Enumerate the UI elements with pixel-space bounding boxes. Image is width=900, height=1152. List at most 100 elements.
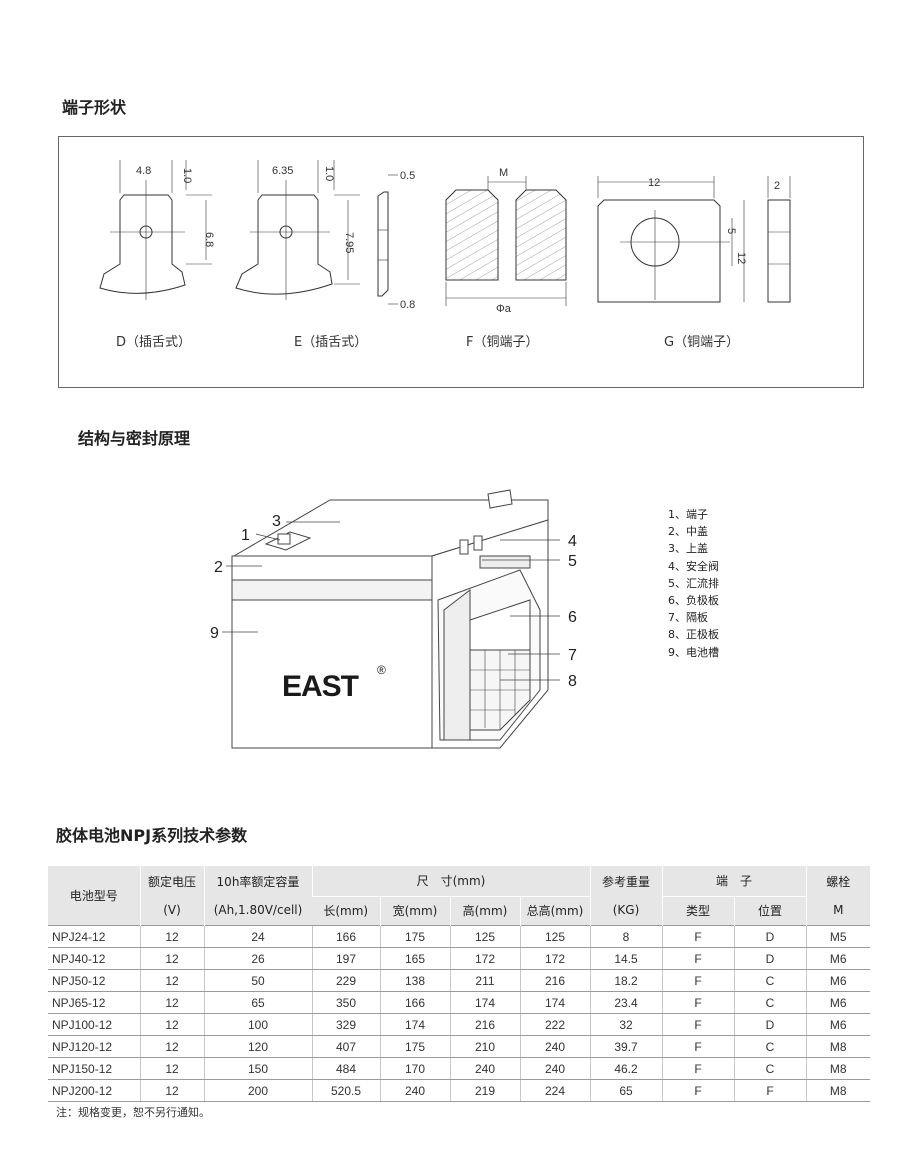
legend-item: 1、端子 bbox=[668, 508, 708, 521]
table-cell: 165 bbox=[379, 947, 450, 970]
header-model: 电池型号 bbox=[48, 866, 140, 926]
table-cell: 12 bbox=[139, 991, 204, 1014]
table-cell: 210 bbox=[449, 1035, 520, 1058]
table-cell: NPJ40-12 bbox=[48, 947, 140, 970]
header-terminal: 端 子 bbox=[661, 866, 806, 897]
header-length: 长(mm) bbox=[312, 896, 380, 926]
table-cell: 240 bbox=[519, 1057, 590, 1080]
table-cell: F bbox=[733, 1079, 806, 1102]
table-cell: 329 bbox=[311, 1013, 380, 1036]
svg-text:0.5: 0.5 bbox=[400, 170, 415, 182]
table-cell: 24 bbox=[203, 925, 312, 948]
table-cell: 197 bbox=[311, 947, 380, 970]
header-terminal-type: 类型 bbox=[661, 896, 734, 926]
svg-text:7.95: 7.95 bbox=[343, 232, 355, 253]
table-cell: 222 bbox=[519, 1013, 590, 1036]
table-cell: F bbox=[661, 925, 734, 948]
table-cell: 520.5 bbox=[311, 1079, 380, 1102]
terminal-section-title: 端子形状 bbox=[62, 98, 127, 117]
table-cell: 125 bbox=[519, 925, 590, 948]
table-cell: 12 bbox=[139, 969, 204, 992]
callout-9: 9 bbox=[210, 625, 219, 642]
table-cell: 166 bbox=[311, 925, 380, 948]
svg-text:6.8: 6.8 bbox=[203, 232, 215, 247]
terminal-g-drawing bbox=[597, 176, 791, 303]
spec-section-title: 胶体电池NPJ系列技术参数 bbox=[56, 826, 248, 845]
table-cell: M8 bbox=[805, 1079, 870, 1102]
table-cell: 65 bbox=[589, 1079, 662, 1102]
table-cell: 12 bbox=[139, 1057, 204, 1080]
terminal-f-caption: F（铜端子） bbox=[466, 335, 539, 350]
svg-text:1.0: 1.0 bbox=[323, 166, 335, 181]
table-cell: 200 bbox=[203, 1079, 312, 1102]
table-cell: M5 bbox=[805, 925, 870, 948]
spec-table: 电池型号 额定电压(V) 10h率额定容量(Ah,1.80V/cell) 尺 寸… bbox=[48, 866, 870, 1102]
terminal-diagram-frame bbox=[58, 136, 864, 388]
callout-4: 4 bbox=[568, 533, 577, 550]
table-cell: M8 bbox=[805, 1035, 870, 1058]
table-cell: 150 bbox=[203, 1057, 312, 1080]
table-cell: 12 bbox=[139, 1079, 204, 1102]
svg-text:12: 12 bbox=[648, 177, 660, 189]
brand-logo: EAST bbox=[282, 670, 359, 703]
table-cell: 32 bbox=[589, 1013, 662, 1036]
table-cell: F bbox=[661, 969, 734, 992]
table-cell: 12 bbox=[139, 947, 204, 970]
table-cell: 175 bbox=[379, 1035, 450, 1058]
table-cell: NPJ200-12 bbox=[48, 1079, 140, 1102]
table-cell: 172 bbox=[449, 947, 520, 970]
table-cell: 240 bbox=[379, 1079, 450, 1102]
table-cell: M6 bbox=[805, 1013, 870, 1036]
svg-text:M: M bbox=[499, 167, 508, 179]
table-cell: F bbox=[661, 991, 734, 1014]
table-cell: F bbox=[661, 947, 734, 970]
header-terminal-position: 位置 bbox=[733, 896, 806, 926]
svg-text:4.8: 4.8 bbox=[136, 165, 151, 177]
header-dimension: 尺 寸(mm) bbox=[311, 866, 590, 897]
terminal-g-caption: G（铜端子） bbox=[664, 335, 740, 350]
table-cell: 174 bbox=[379, 1013, 450, 1036]
battery-cutaway-diagram: 1 2 3 4 5 6 7 8 9 EAST ® bbox=[210, 489, 577, 749]
callout-7: 7 bbox=[568, 647, 577, 664]
table-cell: 219 bbox=[449, 1079, 520, 1102]
svg-text:Φa: Φa bbox=[496, 303, 512, 315]
table-cell: 23.4 bbox=[589, 991, 662, 1014]
table-cell: 350 bbox=[311, 991, 380, 1014]
header-width: 宽(mm) bbox=[379, 896, 450, 926]
table-cell: 14.5 bbox=[589, 947, 662, 970]
svg-text:0.8: 0.8 bbox=[400, 299, 415, 311]
table-cell: 26 bbox=[203, 947, 312, 970]
svg-text:1.0: 1.0 bbox=[181, 168, 193, 183]
registered-mark: ® bbox=[377, 663, 386, 677]
svg-text:12: 12 bbox=[735, 252, 747, 264]
table-cell: 174 bbox=[449, 991, 520, 1014]
legend-item: 9、电池槽 bbox=[668, 645, 719, 659]
table-cell: NPJ24-12 bbox=[48, 925, 140, 948]
terminal-d-caption: D（插舌式） bbox=[116, 335, 192, 350]
table-cell: 12 bbox=[139, 1013, 204, 1036]
table-cell: 240 bbox=[519, 1035, 590, 1058]
header-capacity: 10h率额定容量(Ah,1.80V/cell) bbox=[203, 866, 312, 926]
table-cell: 166 bbox=[379, 991, 450, 1014]
legend-item: 5、汇流排 bbox=[668, 576, 719, 590]
terminal-d-drawing bbox=[99, 160, 212, 300]
table-cell: F bbox=[661, 1013, 734, 1036]
table-cell: 125 bbox=[449, 925, 520, 948]
table-cell: 175 bbox=[379, 925, 450, 948]
table-cell: M8 bbox=[805, 1057, 870, 1080]
table-cell: F bbox=[661, 1035, 734, 1058]
table-cell: 407 bbox=[311, 1035, 380, 1058]
table-cell: 18.2 bbox=[589, 969, 662, 992]
table-cell: C bbox=[733, 991, 806, 1014]
legend-item: 7、隔板 bbox=[668, 611, 708, 625]
table-cell: 50 bbox=[203, 969, 312, 992]
table-cell: 216 bbox=[449, 1013, 520, 1036]
table-cell: 65 bbox=[203, 991, 312, 1014]
callout-3: 3 bbox=[272, 513, 281, 530]
table-cell: 224 bbox=[519, 1079, 590, 1102]
table-cell: 8 bbox=[589, 925, 662, 948]
table-cell: 211 bbox=[449, 969, 520, 992]
svg-text:6.35: 6.35 bbox=[272, 165, 293, 177]
